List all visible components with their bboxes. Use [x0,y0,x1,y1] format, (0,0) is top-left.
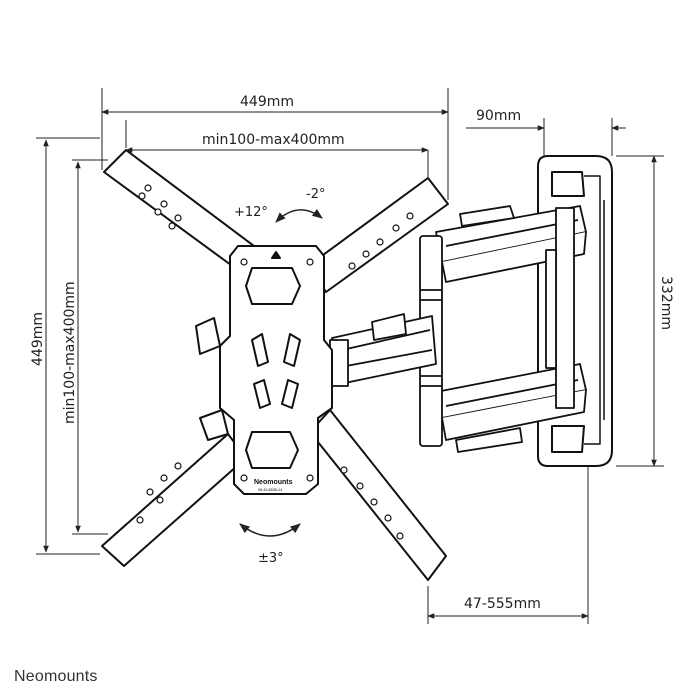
overall-height-label: 449mm [30,312,46,366]
tilt-arrow [275,208,323,223]
tilt-up-label: +12° [234,205,268,220]
bracket-width-label: 90mm [476,108,521,124]
overall-width-label: 449mm [240,94,294,110]
rotation-arrow [239,523,301,537]
plate-model: WL40-550BL14 [258,488,282,492]
vesa-width-label: min100-max400mm [202,132,345,148]
rotation-label: ±3° [258,551,284,566]
extension-label: 47-555mm [464,596,541,612]
vesa-height-label: min100-max400mm [62,281,78,424]
vesa-plate [101,149,449,581]
brand-logo: Neomounts [14,668,98,685]
bracket-height-label: 332mm [658,276,674,330]
mounting-holes [136,184,414,540]
articulating-arm [329,205,587,453]
plate-logo: Neomounts [254,479,293,486]
tilt-down-label: -2° [306,187,325,202]
